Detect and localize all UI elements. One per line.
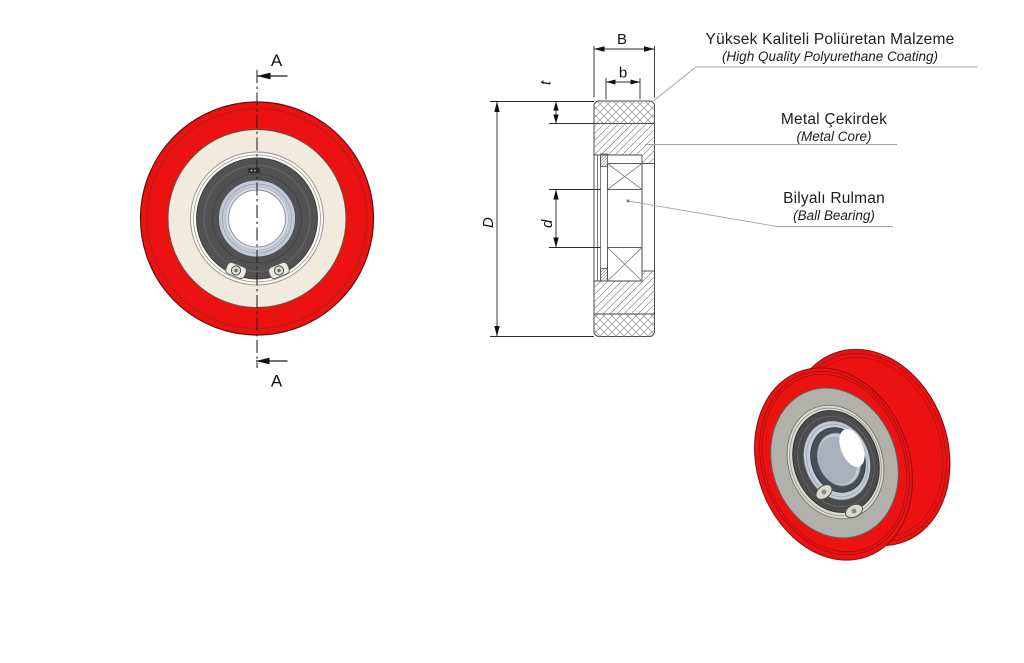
ball-box-bottom <box>607 247 643 282</box>
inner-ring-section-top <box>600 153 608 167</box>
poly-coating-hatch-bottom <box>594 314 655 337</box>
callout-ball-bearing: Bilyalı Rulman (Ball Bearing) <box>668 189 1000 224</box>
bore-walls <box>607 189 643 248</box>
section-arrow-bottom-head <box>256 357 270 365</box>
ball-bearing-section <box>597 153 643 282</box>
poly-coating-hatch-top <box>594 101 655 124</box>
ball-box-top <box>607 163 643 190</box>
set-screw-3d-left <box>815 484 833 500</box>
face-chamfer-line-inner <box>761 373 908 553</box>
dim-label-t: t <box>538 80 555 85</box>
callout-metal-core: Metal Çekirdek (Metal Core) <box>668 110 1000 145</box>
callout-ball-bearing-subtitle: (Ball Bearing) <box>793 208 875 223</box>
callout-ball-bearing-title: Bilyalı Rulman <box>783 190 885 207</box>
inner-ring-section-bottom <box>600 268 608 282</box>
callout-leaders <box>627 66 977 227</box>
set-screw-tab-left <box>225 261 247 280</box>
inner-race-3d-line <box>806 423 868 498</box>
dimension-arrowheads <box>494 46 655 337</box>
dim-label-D: D <box>480 217 497 228</box>
dimension-lines <box>490 46 655 337</box>
set-screw-3d-right <box>845 503 863 519</box>
bearing-shield-plate <box>597 155 601 281</box>
callout-polyurethane-title: Yüksek Kaliteli Poliüretan Malzeme <box>705 31 955 48</box>
metal-core-hatch-top <box>594 123 655 164</box>
callout-metal-core-subtitle: (Metal Core) <box>796 129 872 144</box>
section-label-top: A <box>271 51 283 70</box>
dim-label-B: B <box>617 31 627 48</box>
dim-label-d: d <box>539 219 556 228</box>
callout-polyurethane: Yüksek Kaliteli Poliüretan Malzeme (High… <box>664 30 996 65</box>
bore-highlight <box>839 429 865 467</box>
section-arrow-top-head <box>257 72 271 80</box>
callout-polyurethane-subtitle: (High Quality Polyurethane Coating) <box>721 49 939 64</box>
callout-metal-core-title: Metal Çekirdek <box>780 111 888 128</box>
front-view: A A <box>139 51 375 391</box>
leader-ball-bearing <box>627 200 893 227</box>
bearing-brand-mark <box>248 168 260 173</box>
leader-polyurethane <box>651 66 977 103</box>
set-screw-tab-right <box>268 261 290 280</box>
isometric-view <box>754 348 951 561</box>
dim-label-b: b <box>619 65 627 82</box>
section-label-bottom: A <box>271 372 283 391</box>
bearing-3d-ring-line <box>797 416 875 507</box>
section-view: B b t D d <box>480 31 655 337</box>
metal-core-hatch-bottom <box>594 271 655 314</box>
leader-ball-bearing-dot <box>626 199 630 203</box>
face-chamfer-line-outer <box>759 370 910 556</box>
